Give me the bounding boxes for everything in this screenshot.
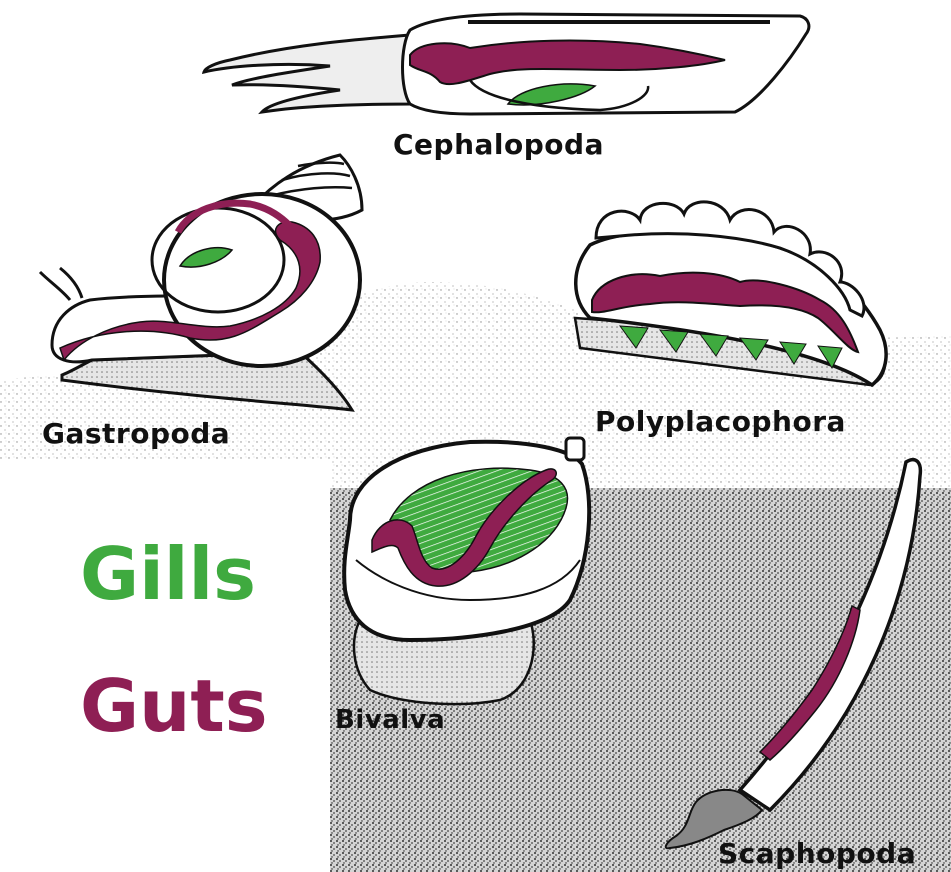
label-scaphopoda: Scaphopoda xyxy=(718,840,916,868)
label-cephalopoda: Cephalopoda xyxy=(393,131,604,159)
legend-guts: Guts xyxy=(80,670,268,742)
cephalopod-illustration xyxy=(204,14,809,114)
cephalopod-tentacles xyxy=(204,35,412,112)
label-bivalva: Bivalva xyxy=(335,707,445,733)
label-polyplacophora: Polyplacophora xyxy=(595,408,846,436)
bivalve-hinge xyxy=(566,438,584,460)
gastropod-tentacle xyxy=(40,272,70,300)
label-gastropoda: Gastropoda xyxy=(42,420,230,448)
gastropod-illustration xyxy=(40,155,362,410)
legend-gills: Gills xyxy=(80,538,256,610)
